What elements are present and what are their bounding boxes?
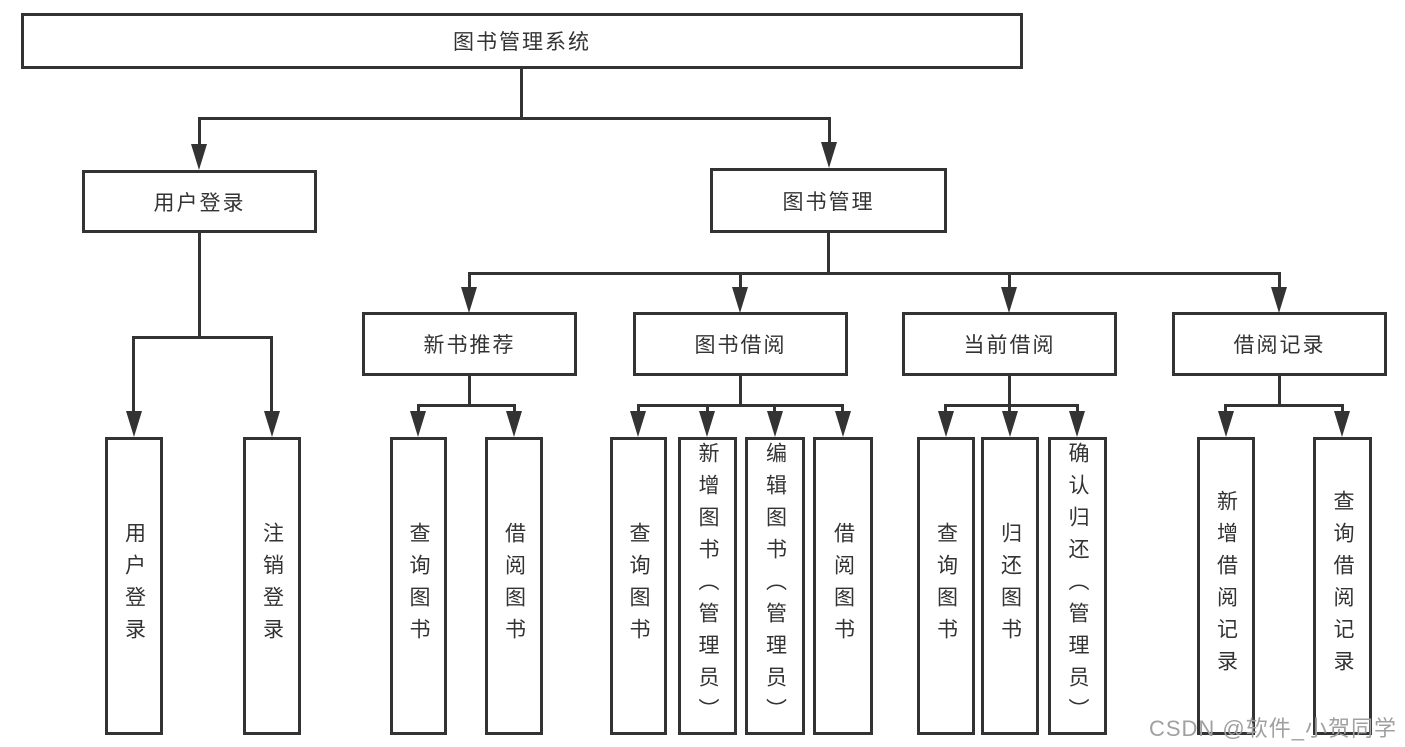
leaf-return-book-label: 归还图书 [998,522,1022,650]
connector-leaf-shaft [841,404,844,412]
connector-to-leaf-logout-shaft [270,336,273,412]
connector-leaf-shaft [417,404,420,412]
connector-book-management-rail [468,272,1281,275]
arrowhead-to-leaf-return-book [1002,411,1018,437]
connector-borrow-records-stem [1278,376,1281,406]
connector-to-new-book-shaft [468,272,471,288]
leaf-add-borrow-record-label: 新增借阅记录 [1214,490,1238,682]
arrowhead-to-leaf-query-books-1 [410,411,426,437]
leaf-logout-label: 注销登录 [260,522,284,650]
connector-leaf-shaft [1224,404,1227,412]
connector-new-book-stem [468,376,471,406]
arrowhead-to-leaf-query-books-2 [630,411,646,437]
connector-root-rail [198,117,831,120]
leaf-confirm-return-admin-label: 确认归还（管理员） [1066,442,1089,730]
connector-current-borrow-stem [1008,376,1011,406]
connector-book-management-stem [827,233,830,275]
arrowhead-to-leaf-query-books-3 [938,411,954,437]
arrowhead-to-user-login [191,144,207,170]
connector-leaf-shaft [1076,404,1079,412]
connector-leaf-shaft [706,404,709,412]
leaf-edit-book-admin: 编辑图书（管理员） [745,437,805,735]
leaf-user-login-label: 用户登录 [122,522,146,650]
leaf-add-borrow-record: 新增借阅记录 [1197,437,1255,735]
arrowhead-to-new-book [461,287,477,313]
arrowhead-to-leaf-query-record [1334,411,1350,437]
connector-book-borrow-rail [637,404,844,407]
leaf-return-book: 归还图书 [981,437,1039,735]
arrowhead-to-current-borrow [1001,287,1017,313]
leaf-query-borrow-record: 查询借阅记录 [1313,437,1372,735]
node-book-management: 图书管理 [710,168,947,233]
node-user-login: 用户登录 [82,170,317,233]
leaf-query-borrow-record-label: 查询借阅记录 [1331,490,1354,682]
connector-leaf-shaft [513,404,516,412]
arrowhead-to-leaf-login [126,411,142,437]
arrowhead-to-leaf-edit-book [767,411,783,437]
arrowhead-to-borrow-records [1271,287,1287,313]
leaf-borrow-books-2: 借阅图书 [813,437,873,735]
leaf-user-login: 用户登录 [105,437,163,735]
leaf-query-books-2: 查询图书 [610,437,667,735]
leaf-query-books-1-label: 查询图书 [407,522,430,650]
connector-leaf-shaft [1008,404,1011,412]
arrowhead-to-leaf-add-book [699,411,715,437]
connector-to-leaf-login-shaft [132,336,135,412]
node-borrow-records: 借阅记录 [1172,312,1387,376]
arrowhead-to-leaf-confirm-return [1069,411,1085,437]
arrowhead-to-leaf-borrow-books-1 [506,411,522,437]
connector-to-current-borrow-shaft [1008,272,1011,288]
connector-current-borrow-rail [944,404,1078,407]
leaf-confirm-return-admin: 确认归还（管理员） [1048,437,1107,735]
leaf-query-books-3-label: 查询图书 [934,522,958,650]
connector-leaf-shaft [773,404,776,412]
leaf-edit-book-admin-label: 编辑图书（管理员） [763,442,787,730]
connector-new-book-rail [417,404,516,407]
leaf-borrow-books-1-label: 借阅图书 [502,522,526,650]
leaf-logout: 注销登录 [243,437,301,735]
arrowhead-to-book-management [821,142,837,168]
arrowhead-to-book-borrow [732,287,748,313]
node-new-book-recommend: 新书推荐 [362,312,577,376]
connector-leaf-shaft [1341,404,1344,412]
connector-leaf-shaft [944,404,947,412]
leaf-query-books-3: 查询图书 [917,437,975,735]
connector-to-book-borrow-shaft [739,272,742,288]
node-book-borrow: 图书借阅 [633,312,848,376]
leaf-query-books-1: 查询图书 [390,437,447,735]
connector-user-login-rail [133,336,273,339]
node-current-borrow: 当前借阅 [902,312,1117,376]
connector-user-login-stem [198,233,201,338]
leaf-borrow-books-1: 借阅图书 [485,437,543,735]
csdn-watermark: CSDN @软件_小贺同学 [1148,716,1397,741]
connector-to-user-login-shaft [198,117,201,145]
connector-leaf-shaft [637,404,640,412]
leaf-add-book-admin: 新增图书（管理员） [678,437,737,735]
arrowhead-to-leaf-add-record [1218,411,1234,437]
connector-to-borrow-records-shaft [1278,272,1281,288]
connector-book-borrow-stem [739,376,742,406]
node-root-library-system: 图书管理系统 [21,13,1023,69]
leaf-add-book-admin-label: 新增图书（管理员） [696,442,719,730]
connector-to-book-management-shaft [828,117,831,143]
leaf-borrow-books-2-label: 借阅图书 [831,522,855,650]
leaf-query-books-2-label: 查询图书 [627,522,650,650]
arrowhead-to-leaf-logout [264,411,280,437]
arrowhead-to-leaf-borrow-books-2 [835,411,851,437]
connector-root-stem [520,69,523,118]
connector-borrow-records-rail [1224,404,1343,407]
